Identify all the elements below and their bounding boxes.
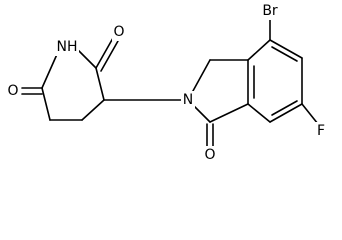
bromine-label: Br: [260, 2, 282, 20]
bond-c6-c7: [269, 103, 303, 123]
imide-nh-text: NH: [57, 39, 78, 55]
bond-c2-o-top-b: [100, 40, 119, 72]
imide-nh-label: NH: [55, 38, 79, 56]
imide-o-left-text: O: [7, 83, 18, 99]
bond-c7a-co: [209, 103, 249, 123]
lactam-o-text: O: [204, 147, 215, 163]
imide-o-top-label: O: [112, 23, 126, 41]
fluorine-label: F: [314, 122, 328, 140]
bond-c2-c3: [95, 67, 105, 101]
bond-c6-f: [301, 103, 319, 125]
bond-c6-nh: [41, 51, 59, 89]
bond-aromatic-c4-c5-inner: [271, 46, 298, 62]
lactam-o-label: O: [203, 146, 217, 164]
bond-aromatic-c6-c7-inner: [271, 100, 298, 116]
bond-c2-o-top-a: [95, 37, 114, 69]
fluorine-text: F: [317, 123, 325, 139]
chemical-structure-diagram: NH O O N O Br F: [6, 2, 328, 164]
bond-c3a-c4: [247, 39, 271, 61]
bond-nh-c2: [75, 47, 97, 69]
isoindolinone-n-text: N: [183, 92, 193, 108]
bond-c4-c5: [269, 39, 303, 59]
isoindolinone-n-label: N: [181, 91, 195, 109]
bromine-text: Br: [262, 3, 278, 19]
imide-o-left-label: O: [6, 82, 20, 100]
bond-c3-c4: [81, 99, 105, 121]
bond-c7-c7a: [247, 103, 271, 123]
bond-c5-c6: [41, 87, 51, 121]
imide-o-top-text: O: [113, 24, 124, 40]
atom-label-layer: NH O O N O Br F: [6, 2, 328, 164]
